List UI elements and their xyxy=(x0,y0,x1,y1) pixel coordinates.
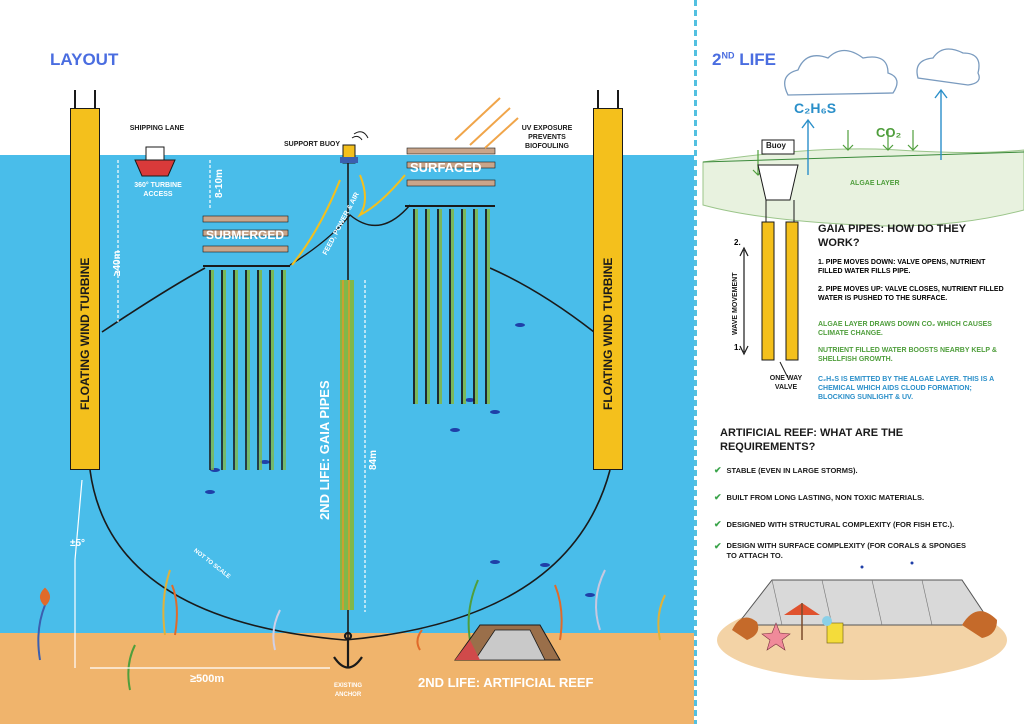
algae-note: ALGAE LAYER DRAWS DOWN CO₂ WHICH CAUSES … xyxy=(818,321,992,337)
check-icon: ✔ xyxy=(714,492,722,502)
turbine-right: FLOATING WIND TURBINE xyxy=(593,90,623,470)
check-icon: ✔ xyxy=(714,465,722,475)
requirement-item: ✔DESIGN WITH SURFACE COMPLEXITY (FOR COR… xyxy=(714,541,967,560)
water-surface-line xyxy=(702,151,1024,163)
requirement-item: ✔BUILT FROM LONG LASTING, NON TOXIC MATE… xyxy=(714,492,925,502)
pipe-right xyxy=(785,221,799,361)
surfaced-nets xyxy=(408,209,494,404)
support-buoy-shape xyxy=(340,131,369,164)
layout-heading: LAYOUT xyxy=(50,50,119,69)
support-buoy-label: SUPPORT BUOY xyxy=(283,141,340,148)
length-84-label: 84m xyxy=(368,449,379,470)
mooring-line-right xyxy=(489,267,595,333)
catenary-right xyxy=(344,469,611,641)
turbine-label-right: FLOATING WIND TURBINE xyxy=(601,257,615,410)
pipe-left xyxy=(761,221,775,361)
c2h6s-label: C₂H₆S xyxy=(794,100,837,116)
submerged-nets xyxy=(204,270,288,470)
buoy-label: Buoy xyxy=(766,141,786,150)
feed-line xyxy=(291,174,406,266)
step1-marker: 1. xyxy=(734,343,741,352)
depth-arrows xyxy=(74,160,366,669)
turbine-left: FLOATING WIND TURBINE xyxy=(70,90,100,470)
reef-title: ARTIFICIAL REEF: WHAT ARE THE REQUIREMEN… xyxy=(720,427,904,453)
uv-rays xyxy=(454,97,519,149)
boat-shape xyxy=(134,146,176,177)
reef-illustration xyxy=(717,561,1007,680)
wave-movement-label: WAVE MOVEMENT xyxy=(732,272,739,335)
tilt-label: ±5° xyxy=(70,538,86,549)
seabed-plants xyxy=(37,569,666,691)
algae-layer-label: ALGAE LAYER xyxy=(850,180,900,187)
reef-structure xyxy=(454,624,561,661)
turbine-access-label: 360° TURBINE ACCESS xyxy=(134,182,182,198)
submerged-farm xyxy=(202,215,290,267)
anchor-shape xyxy=(333,631,363,669)
gaia-title: GAIA PIPES: HOW DO THEY WORK? xyxy=(818,223,966,249)
requirement-item: ✔STABLE (EVEN IN LARGE STORMS). xyxy=(714,465,858,475)
nutrient-note: NUTRIENT FILLED WATER BOOSTS NEARBY KELP… xyxy=(818,347,997,363)
surfaced-farm xyxy=(405,147,496,207)
requirement-item: ✔DESIGNED WITH STRUCTURAL COMPLEXITY (FO… xyxy=(714,519,955,529)
one-way-valve-label: ONE WAY VALVE xyxy=(769,375,803,391)
gaia-buoy-shape xyxy=(757,139,799,201)
depth-8-10-label: 8-10m xyxy=(214,169,225,198)
submerged-label: SUBMERGED xyxy=(206,228,285,242)
distance-500-label: ≥500m xyxy=(190,673,225,685)
depth-40-label: ≥40m xyxy=(112,250,123,276)
clouds xyxy=(784,48,980,96)
c2h6s-note: C₂H₆S IS EMITTED BY THE ALGAE LAYER. THI… xyxy=(818,376,994,401)
co2-label: CO₂ xyxy=(876,125,902,140)
step2-marker: 2. xyxy=(734,238,741,247)
gaia-diagram xyxy=(702,48,1024,379)
layout-panel: LAYOUT xyxy=(0,50,694,724)
gaia-pipes-label: 2ND LIFE: GAIA PIPES xyxy=(317,380,332,520)
second-life-panel: 2ND LIFE xyxy=(698,0,1024,724)
shipping-lane-label: SHIPPING LANE xyxy=(129,125,185,132)
uv-exposure-label: UV EXPOSURE PREVENTS BIOFOULING xyxy=(521,125,573,150)
check-icon: ✔ xyxy=(714,519,722,529)
gaia-step2: 2. PIPE MOVES UP: VALVE CLOSES, NUTRIENT… xyxy=(818,286,1004,302)
requirements-list: ✔STABLE (EVEN IN LARGE STORMS). ✔BUILT F… xyxy=(714,460,1014,561)
surfaced-label: SURFACED xyxy=(410,160,482,175)
gaia-step1: 1. PIPE MOVES DOWN: VALVE OPENS, NUTRIEN… xyxy=(818,259,986,275)
gaia-pipe xyxy=(340,280,354,610)
catenary-left xyxy=(89,469,346,641)
existing-anchor-label: EXISTING ANCHOR xyxy=(333,683,362,698)
artificial-reef-label: 2ND LIFE: ARTIFICIAL REEF xyxy=(418,675,594,690)
panel-divider xyxy=(694,0,697,724)
second-life-heading: 2ND LIFE xyxy=(712,50,777,69)
turbine-label-left: FLOATING WIND TURBINE xyxy=(78,257,92,410)
mooring-line-left xyxy=(101,267,206,333)
connecting-line xyxy=(289,204,411,266)
check-icon: ✔ xyxy=(714,541,722,551)
